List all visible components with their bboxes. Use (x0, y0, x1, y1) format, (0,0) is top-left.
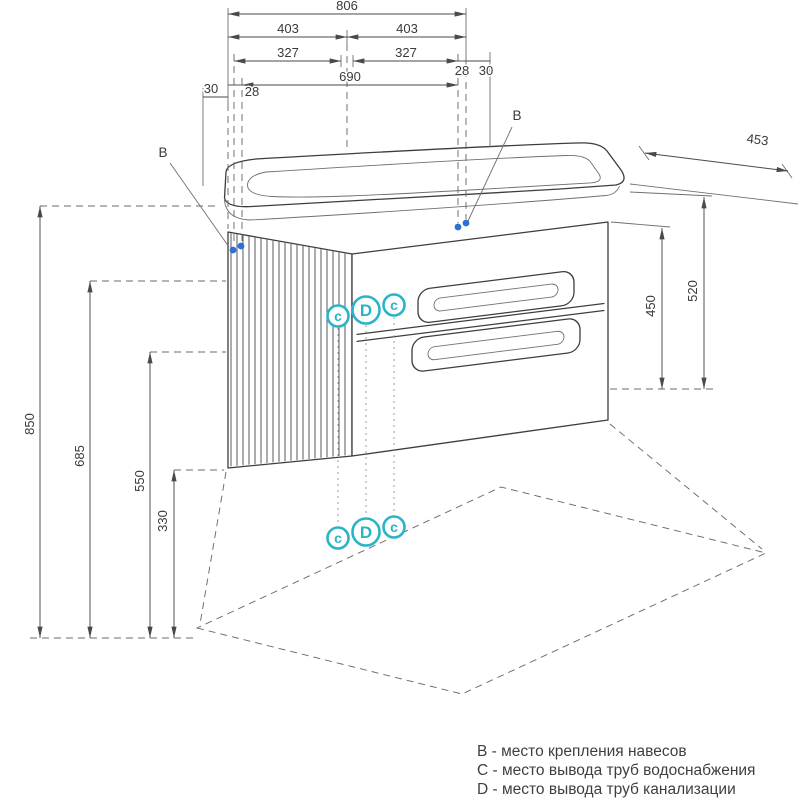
water-marker-circle (382, 515, 406, 539)
dim-850: 850 (22, 413, 37, 435)
floor-outline (195, 423, 768, 695)
dim-327-right: 327 (395, 45, 417, 60)
water-marker-letter: c (334, 308, 342, 324)
sink-basin-inner (247, 154, 601, 198)
top-dimensions: 806 403 403 327 327 690 28 30 28 30 (202, 0, 495, 245)
hanger-dot (454, 223, 462, 231)
lower-drawer-handle (411, 318, 581, 372)
dim-450: 450 (643, 295, 658, 317)
dim-330: 330 (155, 510, 170, 532)
legend-line-hangers: B - место крепления навесов (477, 743, 687, 760)
b-label-right: B (512, 108, 521, 123)
floor-diamond (195, 486, 768, 695)
sink-front-edge (224, 185, 620, 221)
left-side-panel-ribs (230, 233, 350, 467)
floor-projection-right (609, 423, 763, 550)
hanger-dot (462, 219, 470, 227)
drawer-fronts (356, 270, 605, 372)
water-marker-letter: c (390, 297, 398, 313)
dim-806: 806 (336, 0, 358, 13)
b-leader-right (467, 126, 513, 222)
dim-690: 690 (339, 69, 361, 84)
dim-28-right: 28 (455, 63, 469, 78)
drain-marker-circle (351, 517, 381, 547)
dim-550: 550 (132, 470, 147, 492)
hanger-dot (237, 242, 245, 250)
upper-drawer-handle (417, 270, 575, 323)
upper-drawer-handle-slot (433, 283, 559, 312)
ext-line (629, 191, 713, 197)
dim-327-left: 327 (277, 45, 299, 60)
dim-30-right: 30 (479, 63, 493, 78)
dim-28-left: 28 (245, 84, 259, 99)
water-marker-circle (382, 293, 406, 317)
dim-30-left: 30 (204, 81, 218, 96)
water-marker-letter: c (390, 519, 398, 535)
water-marker-letter: c (334, 530, 342, 546)
drawer-gap-line-2 (356, 309, 605, 342)
dim-403-right: 403 (396, 21, 418, 36)
hanger-callouts: B B (157, 107, 523, 254)
dim-403-left: 403 (277, 21, 299, 36)
legend-line-water: C - место вывода труб водоснабжения (477, 762, 755, 779)
drain-marker-circle (351, 295, 381, 325)
b-label-left: B (158, 145, 167, 160)
drain-marker-letter: D (360, 523, 372, 542)
dim-line-453 (644, 151, 789, 173)
drawer-gap-line-1 (356, 302, 605, 335)
drain-marker-letter: D (360, 301, 372, 320)
water-marker-circle (326, 304, 350, 328)
legend-line-drain: D - место вывода труб канализации (477, 781, 736, 798)
b-leader-left (169, 162, 230, 248)
right-dimensions: 453 520 450 (610, 129, 799, 390)
left-dimensions: 850 685 550 330 (21, 205, 226, 639)
washbasin (223, 142, 625, 221)
ext-line (629, 183, 799, 205)
ext-line (610, 221, 671, 228)
dim-520: 520 (685, 280, 700, 302)
lower-drawer-handle-slot (427, 330, 565, 361)
dim-685: 685 (72, 445, 87, 467)
legend: B - место крепления навесов C - место вы… (477, 743, 755, 798)
floor-projection-left (199, 471, 227, 625)
dim-453: 453 (746, 131, 769, 149)
hanger-dot (229, 246, 237, 254)
pipe-markers: c D c c D c (326, 293, 406, 550)
water-marker-circle (326, 526, 350, 550)
vanity-cabinet (227, 221, 609, 469)
